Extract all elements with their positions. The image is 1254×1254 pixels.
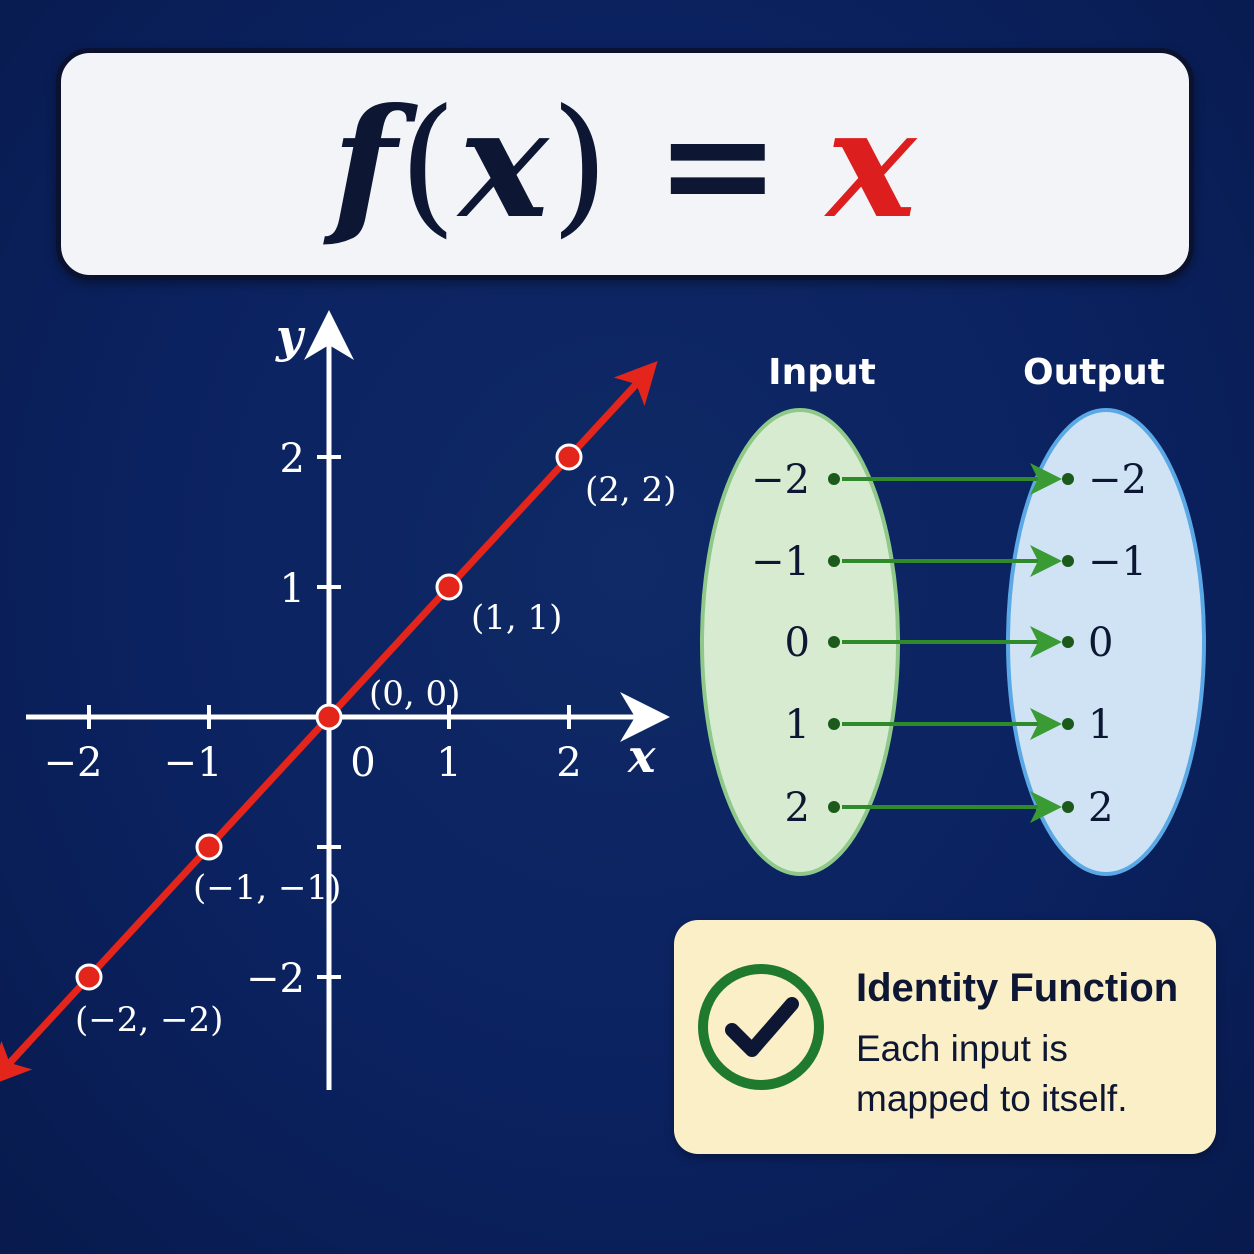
data-point	[75, 963, 103, 991]
input-dot	[828, 636, 840, 648]
x-tick-label: 2	[556, 740, 581, 786]
formula-open-paren: (	[398, 77, 459, 252]
y-tick-label: 2	[280, 436, 305, 482]
formula-banner: f(x)=x	[56, 48, 1194, 280]
output-value: −1	[1088, 539, 1147, 585]
input-value: 0	[785, 620, 810, 666]
output-value: −2	[1088, 457, 1147, 503]
formula: f(x)=x	[332, 89, 918, 240]
point-label: (2, 2)	[585, 470, 676, 510]
input-value: −2	[751, 457, 810, 503]
output-value: 0	[1088, 620, 1113, 666]
callout-title: Identity Function	[856, 966, 1179, 1010]
data-point	[555, 443, 583, 471]
output-dot	[1062, 801, 1074, 813]
input-heading: Input	[768, 352, 876, 393]
x-tick-label: 0	[350, 740, 375, 786]
output-dot	[1062, 473, 1074, 485]
input-value: −1	[751, 539, 810, 585]
identity-line-arrow-up	[613, 360, 658, 408]
identity-callout: Identity Function Each input is mapped t…	[674, 920, 1216, 1154]
data-point	[315, 703, 343, 731]
axis-ticks	[87, 455, 571, 979]
output-dot	[1062, 718, 1074, 730]
output-dot	[1062, 636, 1074, 648]
formula-close-paren: )	[550, 77, 611, 252]
tick-labels: −2 −1 0 1 2 2 1 −2	[44, 436, 582, 1002]
input-dot	[828, 473, 840, 485]
data-point	[195, 833, 223, 861]
x-tick-label: −2	[44, 740, 103, 786]
point-label: (1, 1)	[471, 598, 562, 638]
point-label: (−2, −2)	[75, 1000, 223, 1040]
point-label: (−1, −1)	[193, 868, 341, 908]
data-point	[435, 573, 463, 601]
y-axis-label: y	[275, 309, 306, 363]
formula-func: f	[331, 75, 399, 252]
formula-arg: x	[458, 75, 551, 252]
callout-text: Each input is mapped to itself.	[856, 1028, 1128, 1119]
mapping-arrows: −2 −2 −1 −1 0 0 1 1 2 2	[751, 457, 1147, 831]
formula-rhs: x	[826, 75, 919, 252]
identity-line-arrow-down	[0, 1039, 33, 1087]
x-tick-label: −1	[164, 740, 223, 786]
x-tick-label: 1	[436, 740, 461, 786]
input-value: 1	[785, 702, 810, 748]
output-dot	[1062, 555, 1074, 567]
output-value: 1	[1088, 702, 1113, 748]
plotted-points: (−2, −2) (−1, −1) (0, 0) (1, 1) (2, 2)	[75, 443, 676, 1040]
input-dot	[828, 801, 840, 813]
formula-equals: =	[654, 75, 783, 252]
check-circle-icon	[698, 964, 824, 1090]
output-value: 2	[1088, 785, 1113, 831]
x-axis-label: x	[627, 729, 656, 783]
input-dot	[828, 555, 840, 567]
input-value: 2	[785, 785, 810, 831]
output-heading: Output	[1023, 352, 1165, 393]
y-tick-label: 1	[280, 566, 305, 612]
input-dot	[828, 718, 840, 730]
point-label: (0, 0)	[369, 674, 460, 714]
y-tick-label: −2	[246, 956, 305, 1002]
